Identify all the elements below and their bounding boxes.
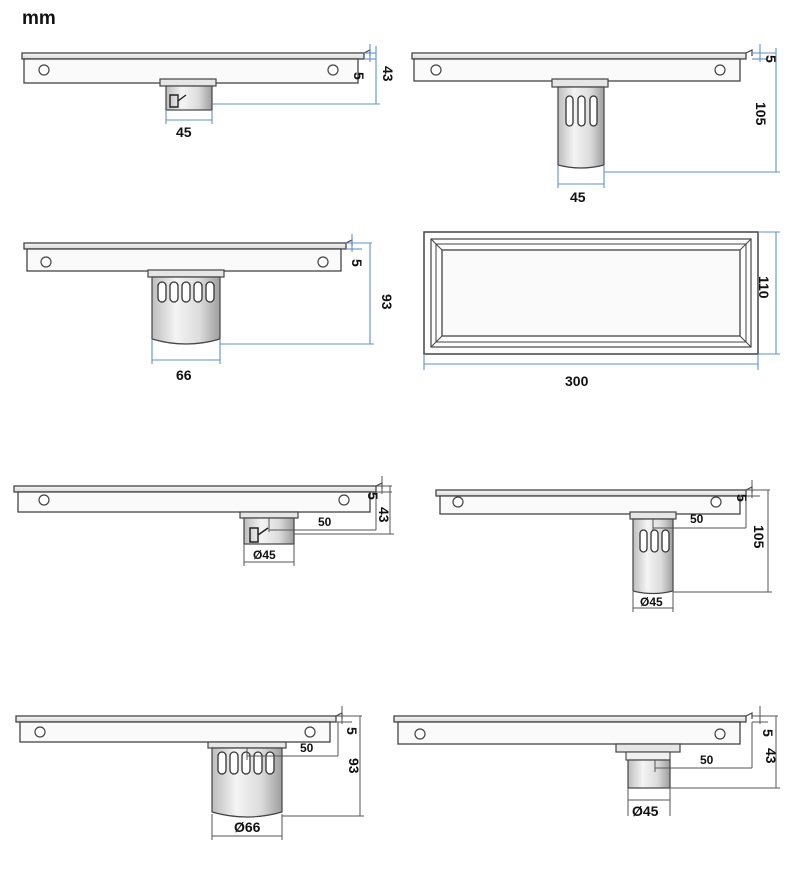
drain-outlet: [159, 78, 217, 111]
flange-label: 5: [760, 729, 776, 737]
drain-channel-body: [15, 712, 343, 743]
width-label: 110: [756, 276, 772, 299]
view-profile-45x105: 45 5 105: [411, 44, 780, 205]
flange-label: 5: [763, 55, 779, 63]
dimension-lines: [211, 706, 364, 840]
height-label: 43: [763, 748, 779, 764]
view-side-d45x105: Ø45 50 5 105: [435, 480, 772, 612]
flange-label: 5: [734, 494, 750, 502]
diameter-label: Ø45: [632, 803, 659, 819]
dimension-lines: [165, 44, 380, 124]
diameter-label: Ø66: [234, 819, 261, 835]
width-label: 66: [176, 367, 192, 383]
drain-channel-body: [435, 486, 753, 515]
offset-label: 50: [690, 512, 704, 526]
flange-label: 5: [349, 259, 365, 267]
drain-channel-body: [393, 712, 753, 745]
drain-outlet: [551, 78, 609, 169]
width-label: 45: [570, 189, 586, 205]
view-side-d45x43-b: Ø45 50 5 43: [393, 706, 780, 819]
drain-channel-body: [411, 49, 753, 82]
view-side-d66x93: Ø66 50 5 93: [15, 706, 364, 840]
height-label: 43: [380, 66, 396, 82]
unit-label: mm: [22, 8, 56, 29]
flange-label: 5: [344, 727, 360, 735]
height-label: 105: [753, 102, 769, 126]
offset-label: 50: [300, 741, 314, 755]
diameter-label: Ø45: [253, 548, 276, 562]
dimension-lines: [627, 706, 780, 816]
drain-outlet: [207, 741, 287, 818]
height-label: 93: [379, 294, 395, 310]
dimension-lines: [423, 231, 780, 370]
width-label: 45: [176, 124, 192, 140]
dimension-lines: [151, 234, 374, 364]
view-profile-45x43: 45 5 43: [21, 44, 396, 140]
drain-outlet: [615, 743, 681, 789]
flange-label: 5: [351, 72, 367, 80]
height-label: 43: [376, 507, 392, 523]
diameter-label: Ø45: [640, 595, 663, 609]
drain-channel-body: [21, 49, 371, 84]
view-side-d45x43: Ø45 50 5 43: [13, 476, 394, 566]
drain-outlet: [147, 269, 225, 345]
view-profile-66x93: 66 5 93: [23, 234, 395, 383]
drain-channel-body: [23, 239, 353, 272]
height-label: 105: [751, 525, 767, 549]
dimension-lines: [632, 480, 772, 612]
drain-frame-top: [423, 231, 759, 355]
view-top-300x110: 300 110: [423, 231, 780, 389]
flange-label: 5: [365, 492, 381, 500]
offset-label: 50: [318, 515, 332, 529]
dimension-lines: [243, 476, 394, 566]
height-label: 93: [346, 758, 362, 774]
drain-channel-body: [13, 482, 383, 513]
dimension-lines: [557, 44, 780, 188]
drain-outlet: [629, 511, 677, 595]
length-label: 300: [565, 373, 589, 389]
offset-label: 50: [700, 753, 714, 767]
